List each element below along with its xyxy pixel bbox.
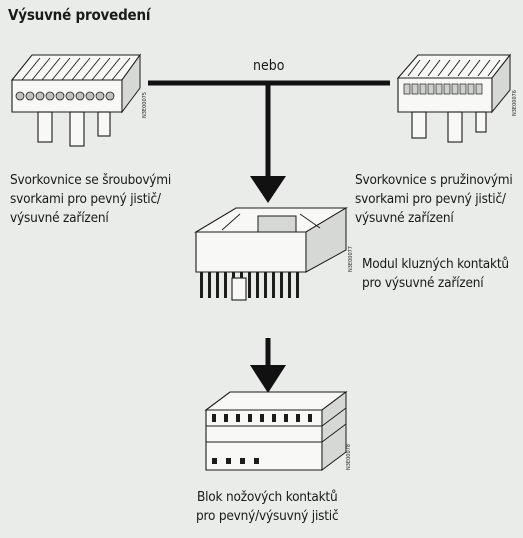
caption-spring-terminal-strip: Svorkovnice s pružinovými svorkami pro p… [355, 172, 513, 226]
spring-terminal-strip-image: N3E00076 [396, 53, 518, 143]
sliding-contact-module-image: N3E00077 [194, 207, 354, 301]
screw-terminal-strip-image: N3E00075 [10, 53, 148, 147]
connector-label: nebo [253, 58, 285, 74]
connector-lines [148, 80, 390, 393]
diagram-title: Výsuvné provedení [8, 6, 151, 24]
part-code-block: N3E00078 [346, 444, 352, 470]
caption-sliding-contact-module: Modul kluzných kontaktů pro výsuvné zaří… [362, 256, 509, 291]
knife-contact-block-image: N3E00078 [204, 391, 352, 471]
caption-knife-contact-block: Blok nožových kontaktů pro pevný/výsuvný… [196, 489, 339, 524]
part-code-left: N3E00075 [142, 92, 148, 118]
part-code-module: N3E00077 [348, 246, 354, 272]
caption-screw-terminal-strip: Svorkovnice se šroubovými svorkami pro p… [10, 172, 172, 226]
part-code-right: N3E00076 [512, 90, 518, 116]
